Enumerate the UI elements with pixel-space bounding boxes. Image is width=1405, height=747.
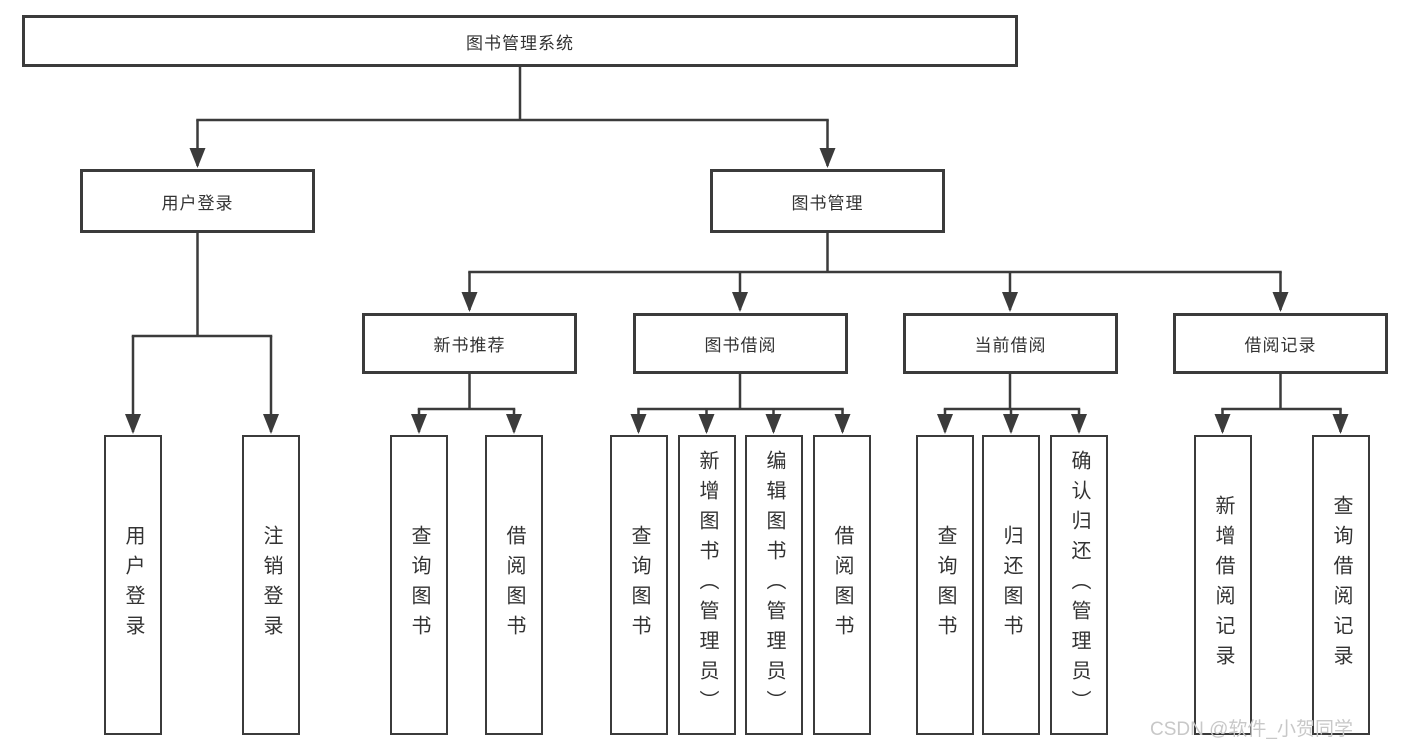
node-label: 借阅记录 [1244,336,1317,355]
leaf-borrow-books: 借阅图书 [485,435,543,735]
leaf-edit-books-admin: 编辑图书（管理员） [745,435,803,735]
leaf-confirm-return-admin: 确认归还（管理员） [1050,435,1108,735]
leaf-logout: 注销登录 [242,435,300,735]
node-label: 新书推荐 [433,336,506,355]
leaf-borrow-books: 借阅图书 [813,435,871,735]
node-current-borrowing: 当前借阅 [903,313,1118,374]
node-label: 用户登录 [161,193,234,213]
leaf-return-books: 归还图书 [982,435,1040,735]
node-new-book-recommend: 新书推荐 [362,313,577,374]
node-label: 查询借阅记录 [1330,495,1352,675]
leaf-query-books: 查询图书 [390,435,448,735]
node-label: 确认归还（管理员） [1068,450,1090,720]
node-label: 当前借阅 [974,336,1047,355]
node-label: 用户登录 [122,525,144,645]
node-label: 查询图书 [628,525,650,645]
node-label: 归还图书 [1000,525,1022,645]
leaf-query-books: 查询图书 [610,435,668,735]
leaf-add-borrow-record: 新增借阅记录 [1194,435,1252,735]
node-label: 新增借阅记录 [1212,495,1234,675]
node-label: 图书借阅 [704,336,777,355]
leaf-user-login: 用户登录 [104,435,162,735]
node-label: 编辑图书（管理员） [763,450,785,720]
node-library-system: 图书管理系统 [22,15,1018,67]
node-user-login: 用户登录 [80,169,315,233]
node-borrow-records: 借阅记录 [1173,313,1388,374]
connector-arrows [125,120,1349,434]
node-book-borrowing: 图书借阅 [633,313,848,374]
node-label: 查询图书 [934,525,956,645]
leaf-query-borrow-record: 查询借阅记录 [1312,435,1370,735]
csdn-watermark: CSDN @软件_小贺同学 [1150,719,1353,740]
node-label: 新增图书（管理员） [696,450,718,720]
node-label: 借阅图书 [831,525,853,645]
node-label: 图书管理 [791,193,864,213]
node-book-management: 图书管理 [710,169,945,233]
node-label: 图书管理系统 [466,33,574,53]
node-label: 借阅图书 [503,525,525,645]
leaf-query-books: 查询图书 [916,435,974,735]
connector-trunks [131,65,1342,411]
node-label: 注销登录 [260,525,282,645]
node-label: 查询图书 [408,525,430,645]
leaf-add-books-admin: 新增图书（管理员） [678,435,736,735]
